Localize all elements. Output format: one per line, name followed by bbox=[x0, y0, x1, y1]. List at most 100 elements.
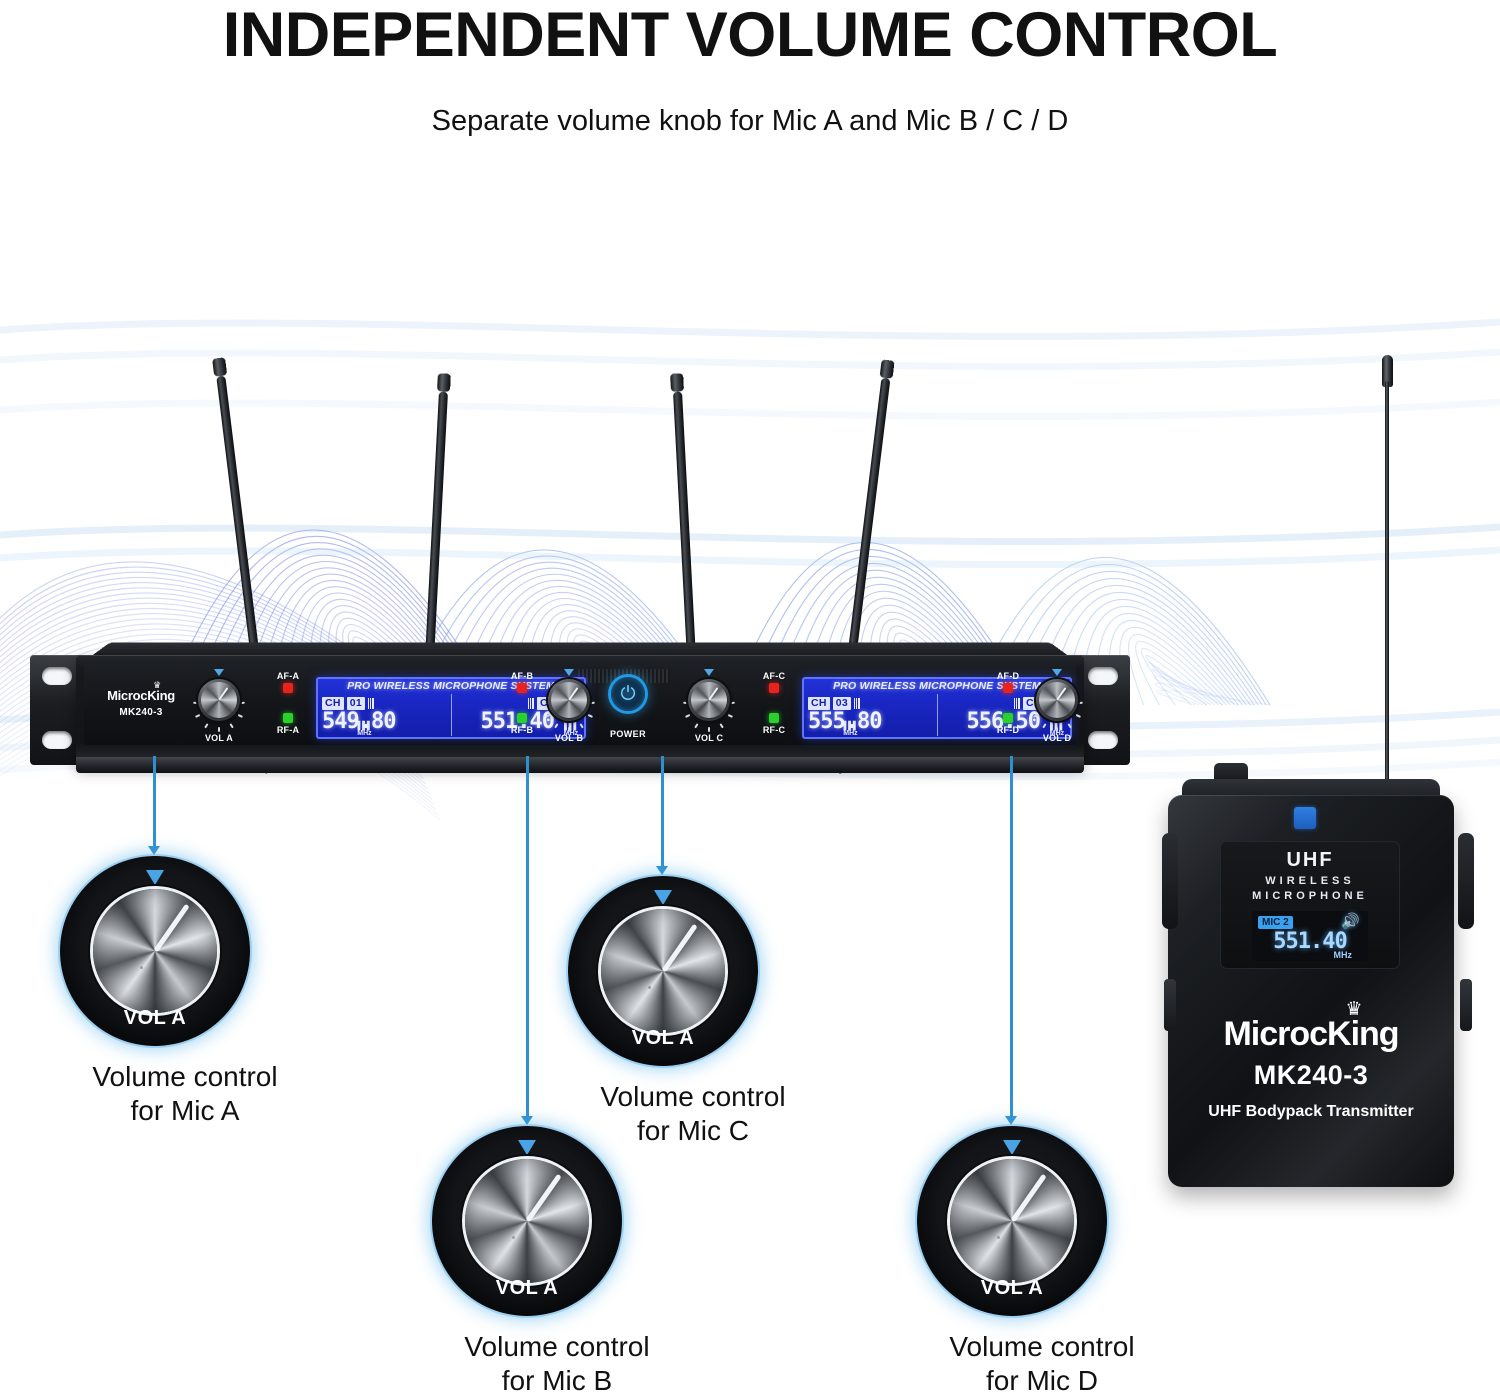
bodypack-frequency: 551.40 bbox=[1273, 929, 1347, 954]
lcd-divider bbox=[937, 694, 938, 736]
bargraph-icon: ▌▌▌ bbox=[563, 721, 579, 730]
bodypack-model: MK240-3 bbox=[1253, 1060, 1369, 1090]
ch-number: 01 bbox=[346, 696, 366, 710]
microphone-line: MICROPHONE bbox=[1252, 889, 1368, 902]
rf-b-label: RF-B bbox=[510, 725, 534, 735]
lcd-display-left: PRO WIRELESS MICROPHONE SYSTEM CH 01 549… bbox=[316, 677, 586, 739]
receiver-brand: MicrocKing♛ MK240-3 bbox=[98, 681, 184, 719]
knob-face bbox=[601, 909, 725, 1033]
callout-mic-a: VOL A Volume control for Mic A bbox=[60, 856, 310, 1128]
callout-knob-a[interactable]: VOL A bbox=[60, 856, 250, 1046]
unit-label: MHz bbox=[357, 730, 372, 737]
power-label: POWER bbox=[609, 729, 646, 739]
bodypack-transmitter: UHF WIRELESS MICROPHONE MIC 2 🔊 551.40 M… bbox=[1162, 355, 1474, 1190]
unit-label: MHz bbox=[563, 730, 579, 737]
rack-hole bbox=[1088, 731, 1118, 749]
knob-pointer-triangle-icon bbox=[654, 890, 672, 905]
rack-ear-left bbox=[30, 655, 84, 765]
ch-number: 03 bbox=[832, 696, 852, 710]
callout-knob-b[interactable]: VOL A bbox=[432, 1126, 622, 1316]
lcd-divider bbox=[451, 694, 452, 736]
bodypack-side-button-right[interactable] bbox=[1460, 979, 1472, 1031]
frequency-unit-right: ▌▌▌ MHz bbox=[1046, 722, 1068, 738]
knob-face bbox=[465, 1159, 589, 1283]
callout-knob-d-label: VOL A bbox=[980, 1277, 1044, 1299]
volume-knob-b[interactable]: VOL B bbox=[540, 669, 598, 743]
signal-bars-icon bbox=[1013, 698, 1020, 709]
connector-arrow-a bbox=[148, 846, 160, 855]
knob-pointer-triangle-icon bbox=[564, 669, 574, 676]
knob-indicator bbox=[660, 923, 698, 973]
callout-mic-d: VOL A Volume control for Mic D bbox=[917, 1126, 1167, 1398]
power-icon: ⏻ bbox=[620, 683, 636, 705]
callout-caption-a: Volume control for Mic A bbox=[92, 1061, 278, 1127]
connector-arrow-d bbox=[1005, 1116, 1017, 1125]
knob-indicator bbox=[218, 687, 229, 701]
power-button-group[interactable]: ⏻ POWER bbox=[600, 677, 656, 739]
knob-pointer-triangle-icon bbox=[214, 669, 224, 676]
connector-arrow-b bbox=[521, 1116, 533, 1125]
page-title: INDEPENDENT VOLUME CONTROL bbox=[222, 0, 1278, 70]
rf-c-led bbox=[769, 713, 779, 723]
receiver-chassis: MicrocKing♛ MK240-3 VOL A AF-A bbox=[76, 655, 1084, 765]
volume-knob-d[interactable]: VOL D bbox=[1028, 669, 1086, 743]
frequency-value: 549.80 bbox=[322, 709, 396, 734]
frequency-unit-left: ▌▌▌ MHz bbox=[354, 722, 376, 738]
ch-label: CH bbox=[808, 696, 830, 710]
page-subtitle: Separate volume knob for Mic A and Mic B… bbox=[431, 105, 1069, 137]
knob-face bbox=[93, 889, 217, 1013]
power-button[interactable]: ⏻ bbox=[611, 677, 645, 711]
callout-knob-c-label: VOL A bbox=[631, 1027, 695, 1049]
bodypack-front-panel: UHF WIRELESS MICROPHONE MIC 2 🔊 551.40 M… bbox=[1220, 841, 1400, 969]
knob-indicator bbox=[568, 687, 579, 701]
knob-face bbox=[691, 682, 727, 718]
bodypack-blue-indicator[interactable] bbox=[1294, 807, 1316, 829]
lcd-header-left: PRO WIRELESS MICROPHONE SYSTEM bbox=[347, 680, 555, 692]
bodypack-uhf-label: UHF bbox=[1286, 849, 1334, 871]
receiver-base bbox=[76, 757, 1084, 773]
callout-mic-c: VOL A Volume control for Mic C bbox=[568, 876, 818, 1148]
knob-face bbox=[950, 1159, 1074, 1283]
callout-knob-d[interactable]: VOL A bbox=[917, 1126, 1107, 1316]
knob-indicator bbox=[1009, 1173, 1047, 1223]
connector-arrow-c bbox=[656, 866, 668, 875]
bodypack-unit: MHz bbox=[1333, 950, 1353, 960]
led-group-b: AF-B bbox=[500, 671, 544, 695]
callout-caption-b: Volume control for Mic B bbox=[464, 1331, 650, 1397]
signal-bars-icon bbox=[527, 698, 534, 709]
knob-tick bbox=[568, 706, 570, 732]
knob-face bbox=[1039, 682, 1075, 718]
knob-detail-dot bbox=[648, 985, 652, 989]
knob-detail-dot bbox=[140, 965, 144, 969]
af-c-label: AF-C bbox=[762, 671, 786, 681]
bodypack-side-button-left[interactable] bbox=[1164, 979, 1176, 1031]
knob-ring bbox=[1036, 679, 1078, 721]
af-d-label: AF-D bbox=[996, 671, 1020, 681]
volume-knob-c[interactable]: VOL C bbox=[680, 669, 738, 743]
rack-ear-right bbox=[1076, 655, 1130, 765]
knob-ring bbox=[198, 679, 240, 721]
frequency-unit-left: ▌▌▌ MHz bbox=[840, 721, 862, 738]
led-group-b-rf: RF-B bbox=[500, 711, 544, 735]
signal-bars-icon bbox=[854, 698, 861, 709]
vent-grille bbox=[578, 669, 670, 683]
crown-icon: ♛ bbox=[1345, 999, 1362, 1020]
callout-knob-a-label: VOL A bbox=[123, 1007, 187, 1029]
af-b-led bbox=[517, 683, 527, 693]
led-group-c: AF-C bbox=[752, 671, 796, 695]
knob-indicator bbox=[708, 687, 719, 701]
rack-hole bbox=[42, 667, 72, 685]
knob-detail-dot bbox=[512, 1235, 516, 1239]
volume-knob-a[interactable]: VOL A bbox=[190, 669, 248, 743]
receiver-brand-name: MicrocKing bbox=[107, 688, 175, 703]
knob-pointer-triangle-icon bbox=[146, 870, 164, 885]
callout-knob-c[interactable]: VOL A bbox=[568, 876, 758, 1066]
af-a-led bbox=[283, 683, 293, 693]
speaker-icon: 🔊 bbox=[1341, 913, 1360, 930]
receiver-unit: MicrocKing♛ MK240-3 VOL A AF-A bbox=[30, 357, 1130, 774]
knob-indicator bbox=[1056, 687, 1067, 701]
receiver-model: MK240-3 bbox=[119, 707, 163, 718]
bargraph-icon: ▌▌▌ bbox=[843, 721, 858, 730]
signal-bars-icon bbox=[368, 698, 375, 709]
connector-line-b bbox=[526, 756, 529, 1118]
